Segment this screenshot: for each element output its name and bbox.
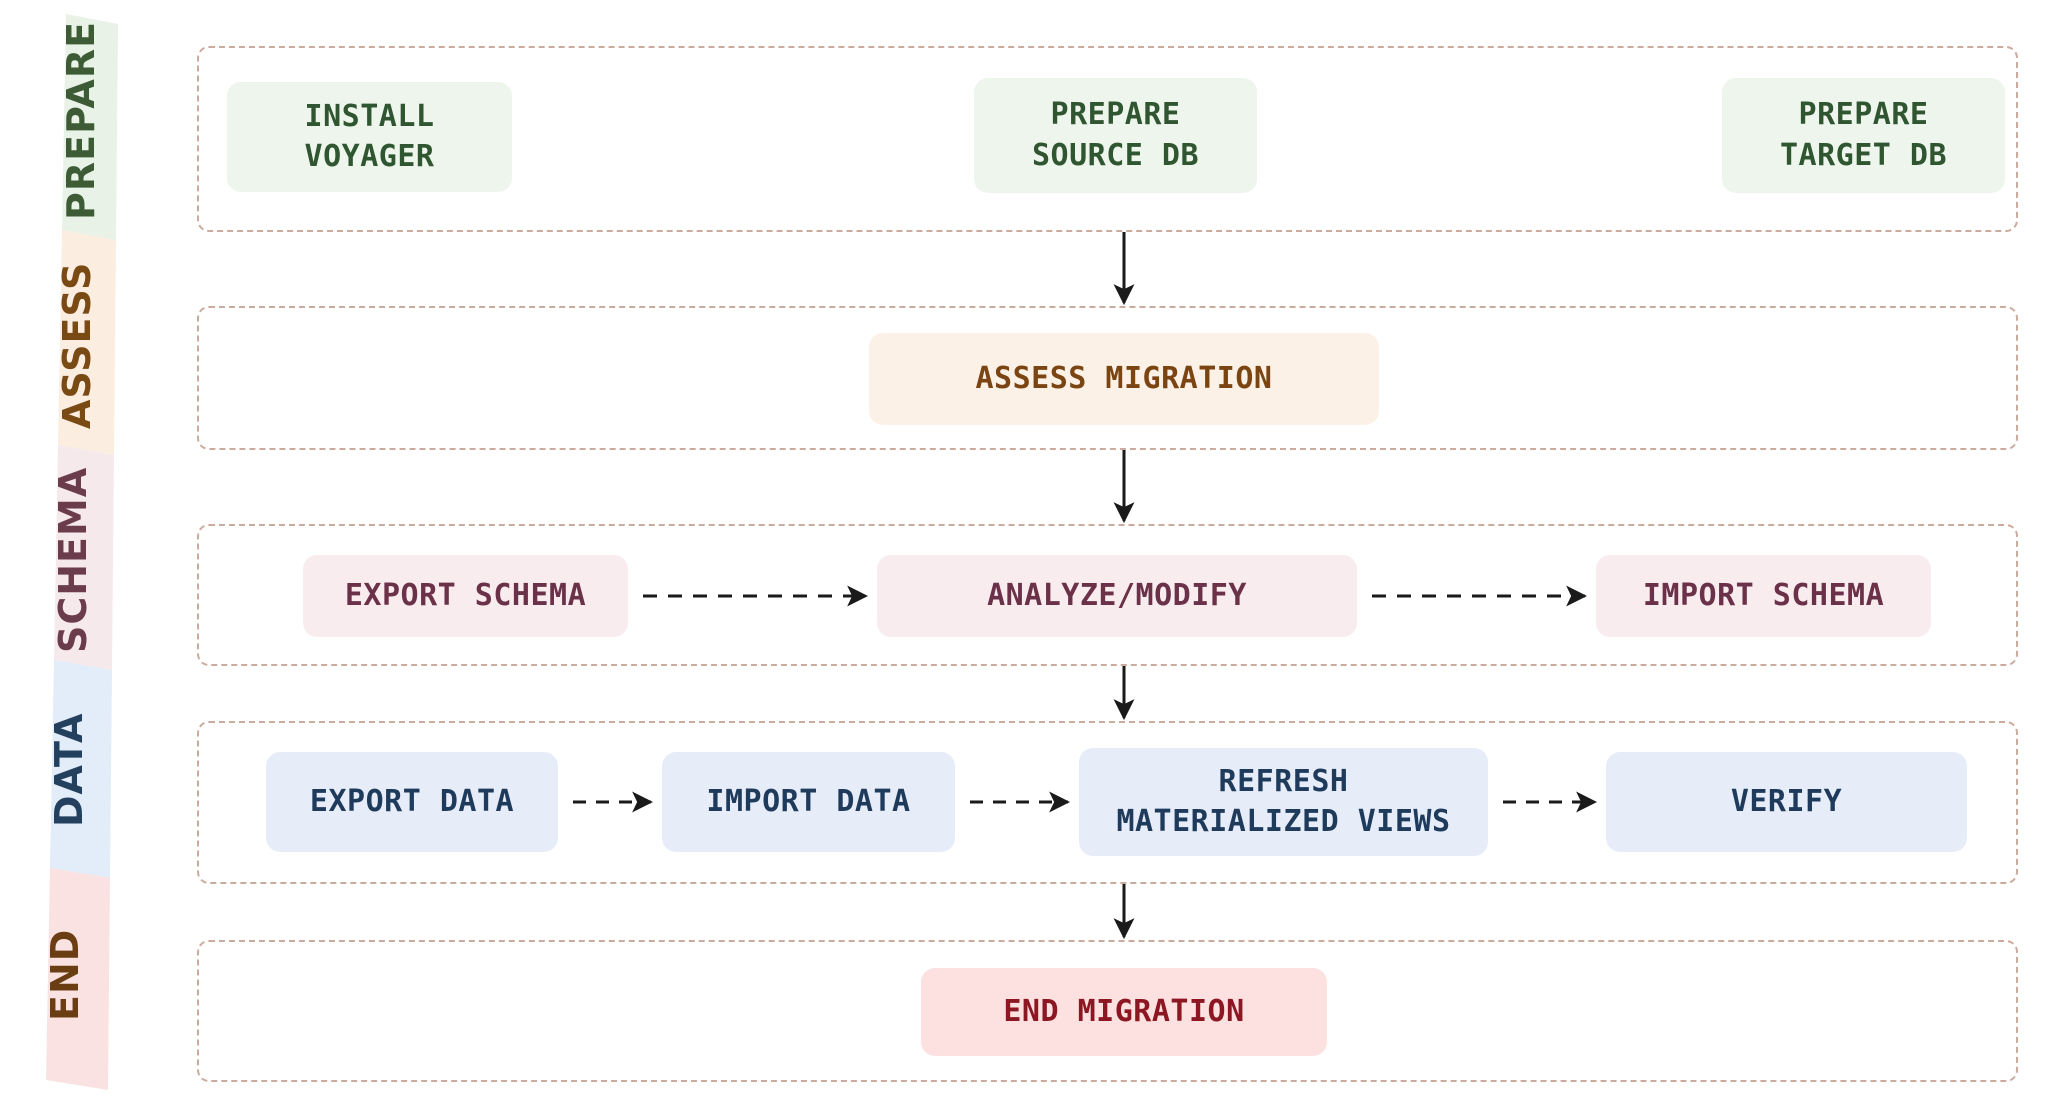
phase-label-assess: ASSESS [55,261,99,429]
phase-label-end: END [43,928,87,1022]
phase-rail-labels: PREPARE ASSESS SCHEMA DATA END [0,0,200,1105]
phase-group-data [197,721,2018,884]
phase-band-prepare [62,14,118,240]
phase-band-assess [58,230,116,455]
node-import-data[interactable]: IMPORT DATA [662,752,955,852]
phase-label-data: DATA [47,712,91,828]
phase-group-schema [197,524,2018,666]
node-prepare-source-db[interactable]: PREPARE SOURCE DB [974,78,1257,193]
phase-rail [46,14,118,1090]
node-export-schema[interactable]: EXPORT SCHEMA [303,555,628,637]
node-import-schema[interactable]: IMPORT SCHEMA [1596,555,1931,637]
phase-band-schema [54,445,114,670]
phase-label-schema: SCHEMA [51,466,95,654]
node-install-voyager[interactable]: INSTALL VOYAGER [227,82,512,192]
phase-group-end [197,940,2018,1082]
phase-group-prepare [197,46,2018,232]
phase-label-prepare: PREPARE [59,20,103,220]
phase-band-data [50,660,112,878]
node-assess-migration[interactable]: ASSESS MIGRATION [869,333,1379,425]
node-export-data[interactable]: EXPORT DATA [266,752,558,852]
node-prepare-target-db[interactable]: PREPARE TARGET DB [1722,78,2005,193]
node-end-migration[interactable]: END MIGRATION [921,968,1327,1056]
node-analyze-modify[interactable]: ANALYZE/MODIFY [877,555,1357,637]
node-refresh-materialized-views[interactable]: REFRESH MATERIALIZED VIEWS [1079,748,1488,856]
node-verify[interactable]: VERIFY [1606,752,1967,852]
phase-band-end [46,868,110,1090]
phase-group-assess [197,306,2018,450]
